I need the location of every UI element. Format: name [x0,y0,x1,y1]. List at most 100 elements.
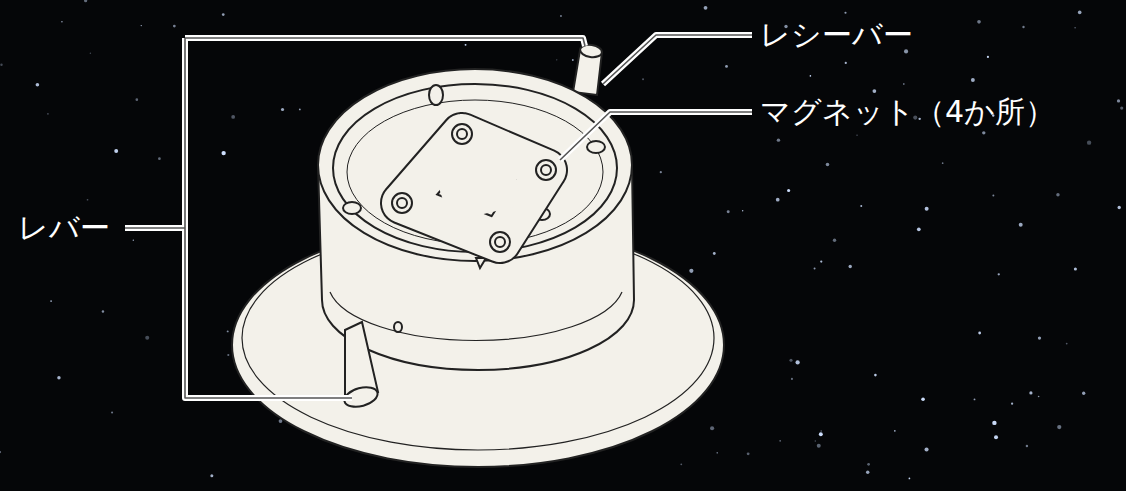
lever-pin [394,322,402,332]
part-label: マグネット（4か所） [760,94,1055,130]
star [717,452,718,453]
star [867,463,870,466]
leader-lines [125,35,752,398]
star [660,171,662,173]
star [791,378,793,380]
star [866,471,869,474]
star [680,463,682,465]
star [710,426,714,430]
star [917,227,921,231]
star [833,239,836,242]
star [844,12,846,14]
part-label: レシーバー [760,17,913,53]
receiver-rim [318,69,632,261]
star [820,260,822,262]
star [299,108,301,110]
star [133,240,134,241]
star [1074,267,1077,270]
star [465,44,467,46]
notch [587,141,605,153]
star [145,336,149,340]
star [747,452,750,455]
star [776,198,780,202]
star [942,162,944,164]
notch [343,202,361,214]
star [1120,106,1123,109]
star [560,15,562,17]
star [974,398,976,400]
star [0,63,2,65]
star [845,62,847,64]
receiver-inner [333,84,617,252]
star [1074,27,1075,28]
star [231,115,235,119]
star [556,59,557,60]
star [47,113,49,115]
star [1118,206,1121,209]
star [1019,223,1023,227]
star [84,0,87,2]
body-ring [330,292,622,340]
star [815,440,816,441]
star [814,267,816,269]
star [796,360,800,364]
star [971,78,975,82]
star [789,359,792,362]
star [849,265,852,268]
star [704,6,708,10]
star [136,98,139,101]
star [810,75,812,77]
star [992,421,996,425]
star [1078,11,1082,15]
star [227,330,229,332]
star [925,207,929,211]
star [1082,392,1085,395]
star [572,59,574,61]
star [87,199,89,201]
star [50,300,52,302]
star [826,163,830,167]
notch [429,85,443,105]
star [90,52,91,53]
star [1011,402,1013,404]
star [779,440,781,442]
star-field [0,0,1123,479]
star [725,65,728,68]
star [689,269,693,273]
receiver-step [347,100,603,244]
star [909,478,911,480]
star [924,447,928,451]
magnet [392,124,556,252]
star [61,21,62,22]
star [1056,193,1059,196]
star [141,25,142,26]
star [1057,425,1061,429]
star [856,135,857,136]
star [894,430,896,432]
star [1087,140,1091,144]
star [1022,26,1024,28]
star [727,210,730,213]
star [1117,99,1120,102]
star [281,108,284,111]
star [173,25,176,28]
star [982,131,985,134]
star [1038,336,1041,339]
star [222,13,225,16]
star [227,354,229,356]
star [819,432,823,436]
star [874,374,877,377]
star [210,474,213,477]
star [817,444,821,448]
star [36,83,40,87]
star [102,310,104,312]
star [994,435,998,439]
star [977,20,981,24]
star [1038,396,1040,398]
star [860,205,862,207]
star [992,195,994,197]
star [713,252,716,255]
star [903,83,904,84]
